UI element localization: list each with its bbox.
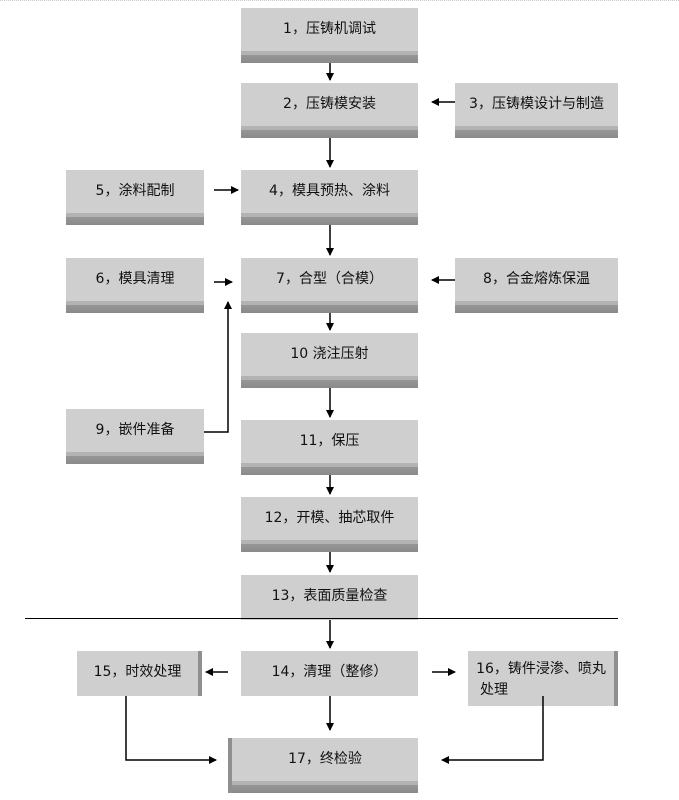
step-16-box: 16，铸件浸渗、喷丸 处理 <box>468 651 618 706</box>
step-16-line-2: 处理 <box>480 682 508 698</box>
step-16-label: 16，铸件浸渗、喷丸 处理 <box>468 659 614 701</box>
step-8-box: 8，合金熔炼保温 <box>455 258 618 313</box>
step-16-line-1: 16，铸件浸渗、喷丸 <box>476 661 606 677</box>
step-15-label: 15，时效处理 <box>93 664 182 680</box>
step-10-box: 10 浇注压射 <box>241 333 418 388</box>
step-17-label: 17，终检验 <box>288 751 362 767</box>
step-15-box: 15，时效处理 <box>77 651 202 696</box>
step-5-box: 5，涂料配制 <box>66 170 204 225</box>
step-13-label: 13，表面质量检查 <box>271 588 388 604</box>
box-bevel <box>66 213 204 225</box>
box-bevel <box>241 213 418 225</box>
step-2-label: 2，压铸模安装 <box>283 96 376 112</box>
arrow-16-to-17 <box>441 696 544 764</box>
step-17-box: 17，终检验 <box>228 738 418 793</box>
box-bevel <box>241 376 418 388</box>
step-8-label: 8，合金熔炼保温 <box>483 271 590 287</box>
section-divider-line <box>25 618 618 619</box>
step-3-box: 3，压铸模设计与制造 <box>455 83 618 138</box>
step-3-label: 3，压铸模设计与制造 <box>469 96 604 112</box>
step-11-label: 11，保压 <box>299 433 360 449</box>
step-7-label: 7，合型（合模） <box>276 271 383 287</box>
step-14-box: 14，清理（整修） <box>241 651 418 696</box>
step-12-box: 12，开模、抽芯取件 <box>241 497 418 552</box>
step-14-label: 14，清理（整修） <box>271 664 388 680</box>
box-bevel <box>241 301 418 313</box>
step-1-box: 1，压铸机调试 <box>241 8 418 63</box>
step-9-box: 9，嵌件准备 <box>66 409 204 464</box>
step-9-label: 9，嵌件准备 <box>95 422 175 438</box>
step-11-box: 11，保压 <box>241 420 418 475</box>
box-bevel <box>66 301 204 313</box>
box-bevel <box>241 126 418 138</box>
step-5-label: 5，涂料配制 <box>95 183 175 199</box>
box-bevel <box>241 51 418 63</box>
box-bevel <box>455 126 618 138</box>
box-bevel <box>232 781 418 793</box>
step-2-box: 2，压铸模安装 <box>241 83 418 138</box>
arrow-9-to-7 <box>204 301 232 433</box>
box-bevel <box>66 452 204 464</box>
step-4-label: 4，模具预热、涂料 <box>269 183 390 199</box>
step-7-box: 7，合型（合模） <box>241 258 418 313</box>
top-dotted-border <box>0 0 679 1</box>
box-bevel <box>241 463 418 475</box>
step-10-label: 10 浇注压射 <box>290 346 369 362</box>
box-bevel <box>455 301 618 313</box>
step-6-box: 6，模具清理 <box>66 258 204 313</box>
step-12-label: 12，开模、抽芯取件 <box>264 510 395 526</box>
step-4-box: 4，模具预热、涂料 <box>241 170 418 225</box>
arrow-15-to-17 <box>125 696 217 764</box>
box-bevel <box>241 540 418 552</box>
step-1-label: 1，压铸机调试 <box>283 21 376 37</box>
step-6-label: 6，模具清理 <box>95 271 175 287</box>
step-13-box: 13，表面质量检查 <box>241 575 418 620</box>
